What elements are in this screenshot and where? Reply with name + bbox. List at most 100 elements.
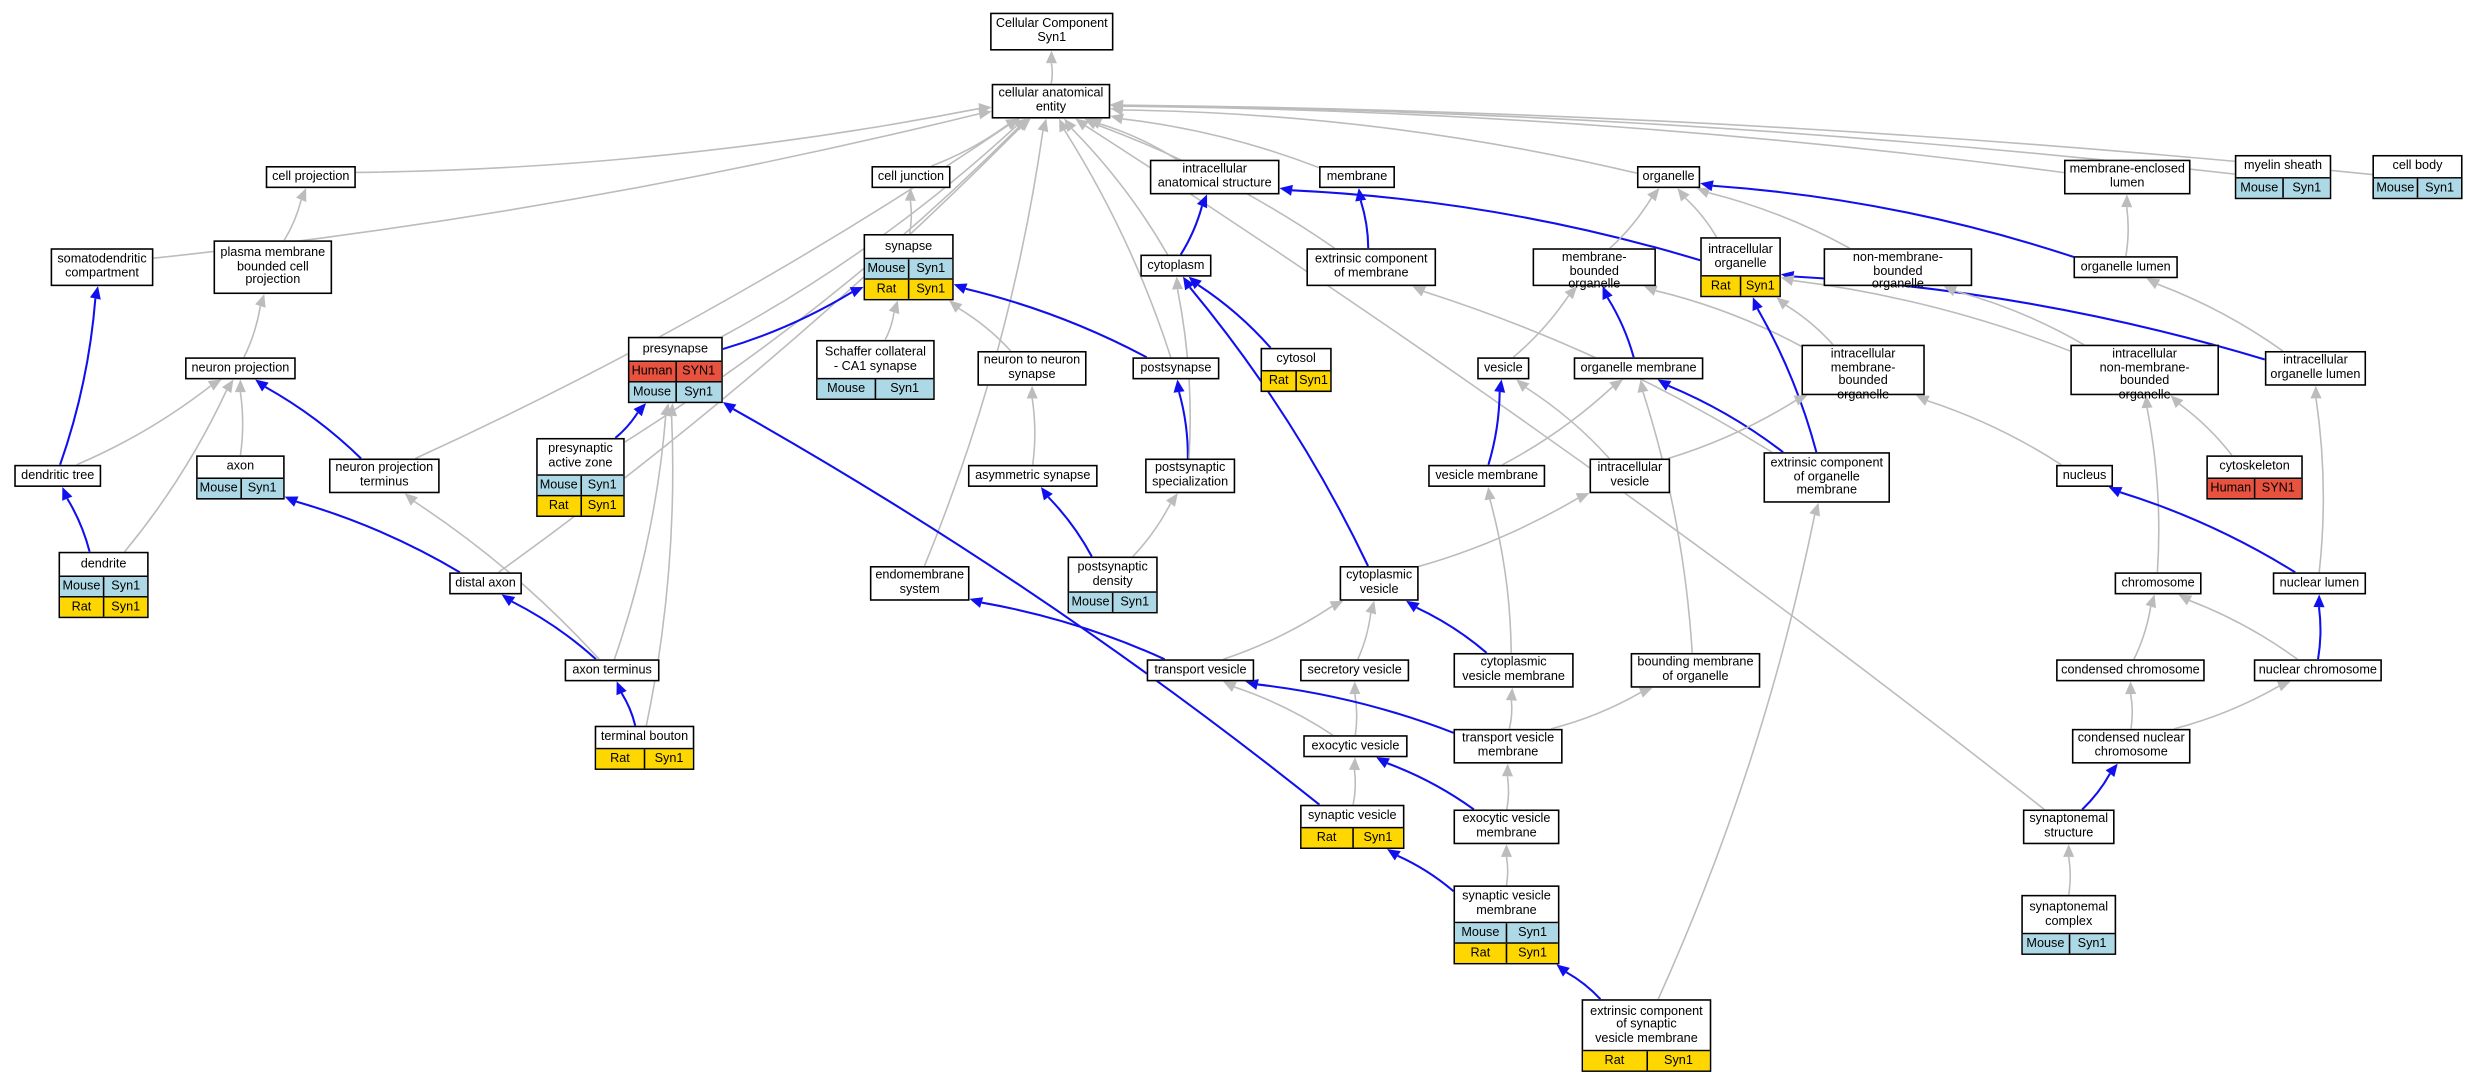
edge-arrowhead	[255, 294, 266, 308]
node-nuclear-chromosome[interactable]: nuclear chromosome	[2253, 659, 2382, 682]
node-somatodendritic-compartment[interactable]: somatodendritic compartment	[50, 248, 154, 287]
node-membrane[interactable]: membrane	[1319, 166, 1395, 189]
edge-line	[908, 200, 913, 235]
node-vesicle-membrane[interactable]: vesicle membrane	[1428, 464, 1546, 487]
edge-arrowhead	[1017, 118, 1031, 131]
node-label: cell junction	[877, 168, 945, 183]
edge-arrowhead	[1165, 493, 1178, 507]
node-intracellular-vesicle[interactable]: intracellular vesicle	[1589, 458, 1671, 494]
node-organelle-membrane[interactable]: organelle membrane	[1573, 357, 1704, 380]
edge-line	[1487, 391, 1501, 466]
node-transport-vesicle[interactable]: transport vesicle	[1146, 659, 1255, 682]
edge-line	[923, 130, 1044, 567]
edge-arrowhead	[1602, 286, 1613, 300]
node-nuclear-lumen[interactable]: nuclear lumen	[2272, 572, 2367, 595]
node-condensed-chromosome[interactable]: condensed chromosome	[2056, 659, 2205, 682]
node-cell-junction[interactable]: cell junction	[871, 166, 951, 189]
node-membrane-bounded-organelle[interactable]: membrane-bounded organelle	[1532, 248, 1656, 291]
node-cell-projection[interactable]: cell projection	[265, 166, 356, 189]
node-cytoplasmic-vesicle-membrane[interactable]: cytoplasmic vesicle membrane	[1453, 652, 1574, 688]
edge-arrowhead	[2125, 681, 2137, 695]
node-intracellular-non-membrane-bounded-organelle[interactable]: intracellular non-membrane-bounded organ…	[2070, 344, 2219, 401]
edge-arrowhead	[969, 597, 984, 608]
edge-arrowhead	[1412, 286, 1427, 297]
node-exocytic-vesicle[interactable]: exocytic vesicle	[1303, 735, 1408, 758]
edge-line	[1132, 503, 1172, 558]
node-cytoplasm[interactable]: cytoplasm	[1140, 254, 1212, 277]
node-postsynapse[interactable]: postsynapse	[1132, 357, 1220, 380]
node-endomembrane-system[interactable]: endomembrane system	[869, 565, 970, 601]
node-cellular-component-syn1[interactable]: Cellular Component Syn1	[990, 12, 1114, 51]
node-non-membrane-bounded-organelle[interactable]: non-membrane-bounded organelle	[1823, 248, 1973, 291]
species-cell: Rat	[1583, 1051, 1646, 1071]
node-intracellular-anatomical-structure[interactable]: intracellular anatomical structure	[1149, 159, 1280, 195]
node-neuron-projection[interactable]: neuron projection	[185, 357, 296, 380]
node-organelle-lumen[interactable]: organelle lumen	[2073, 256, 2178, 279]
edge-omembrane-mbo	[1602, 286, 1635, 358]
node-exocytic-vesicle-membrane[interactable]: exocytic vesicle membrane	[1453, 809, 1560, 845]
edge-line	[1071, 128, 1169, 255]
node-neuron-projection-terminus[interactable]: neuron projection terminus	[328, 458, 440, 494]
node-neuron-to-neuron-synapse[interactable]: neuron to neuron synapse	[977, 350, 1087, 386]
edge-line	[1501, 386, 1614, 466]
species-cell: Rat	[1301, 828, 1352, 848]
edge-arrowhead	[255, 379, 269, 392]
node-axon-terminus[interactable]: axon terminus	[564, 659, 660, 682]
node-synaptonemal-structure[interactable]: synaptonemal structure	[2022, 809, 2115, 845]
node-label: dendritic tree	[21, 467, 95, 482]
edge-line	[66, 498, 91, 553]
edge-dtree-sdc	[59, 286, 101, 466]
node-nucleus[interactable]: nucleus	[2056, 464, 2114, 487]
node-bounding-membrane-of-organelle[interactable]: bounding membrane of organelle	[1630, 652, 1761, 688]
node-cytoplasmic-vesicle[interactable]: cytoplasmic vesicle	[1339, 565, 1419, 601]
edge-arrowhead	[1172, 276, 1184, 290]
edge-line	[1550, 691, 1642, 730]
node-label: bounding membrane of organelle	[1637, 655, 1754, 683]
edge-tves-cytves	[1222, 600, 1344, 661]
node-chromosome[interactable]: chromosome	[2114, 572, 2202, 595]
node-label: condensed chromosome	[2061, 661, 2200, 677]
node-organelle[interactable]: organelle	[1636, 166, 1701, 189]
node-dendritic-tree[interactable]: dendritic tree	[14, 464, 102, 487]
node-label: intracellular organelle	[1708, 241, 1773, 270]
species-cell: Rat	[1701, 276, 1740, 296]
edge-nucleus-imbo	[1916, 395, 2062, 466]
node-extrinsic-component-of-organelle-membrane[interactable]: extrinsic component of organelle membran…	[1763, 452, 1891, 503]
node-label: neuron projection terminus	[335, 460, 434, 489]
node-distal-axon[interactable]: distal axon	[449, 572, 522, 595]
node-asymmetric-synapse[interactable]: asymmetric synapse	[967, 464, 1098, 487]
node-label: postsynapse	[1140, 359, 1212, 375]
node-membrane-enclosed-lumen[interactable]: membrane-enclosed lumen	[2063, 159, 2191, 195]
node-intracellular-membrane-bounded-organelle[interactable]: intracellular membrane-bounded organelle	[1801, 344, 1925, 401]
node-vesicle[interactable]: vesicle	[1477, 357, 1530, 380]
edge-cytosol-cytoplasm	[1188, 276, 1272, 349]
node-condensed-nuclear-chromosome[interactable]: condensed nuclear chromosome	[2071, 728, 2191, 764]
edge-line	[1505, 856, 1509, 886]
node-cellular-anatomical-entity[interactable]: cellular anatomical entity	[991, 83, 1111, 119]
node-intracellular-organelle-lumen[interactable]: intracellular organelle lumen	[2264, 350, 2367, 386]
node-extrinsic-component-of-synaptic-vesicle-membrane[interactable]: extrinsic component of synaptic vesicle …	[1581, 999, 1712, 1072]
node-secretory-vesicle[interactable]: secretory vesicle	[1300, 659, 1410, 682]
gene-cell: Syn1	[1505, 943, 1558, 963]
node-transport-vesicle-membrane[interactable]: transport vesicle membrane	[1453, 728, 1563, 764]
node-plasma-membrane-bounded-cell-projection[interactable]: plasma membrane bounded cell projection	[213, 240, 333, 295]
node-extrinsic-component-of-membrane[interactable]: extrinsic component of membrane	[1306, 248, 1437, 287]
edge-secves-cytves	[1357, 600, 1377, 660]
node-postsynaptic-specialization[interactable]: postsynaptic specialization	[1145, 458, 1236, 494]
